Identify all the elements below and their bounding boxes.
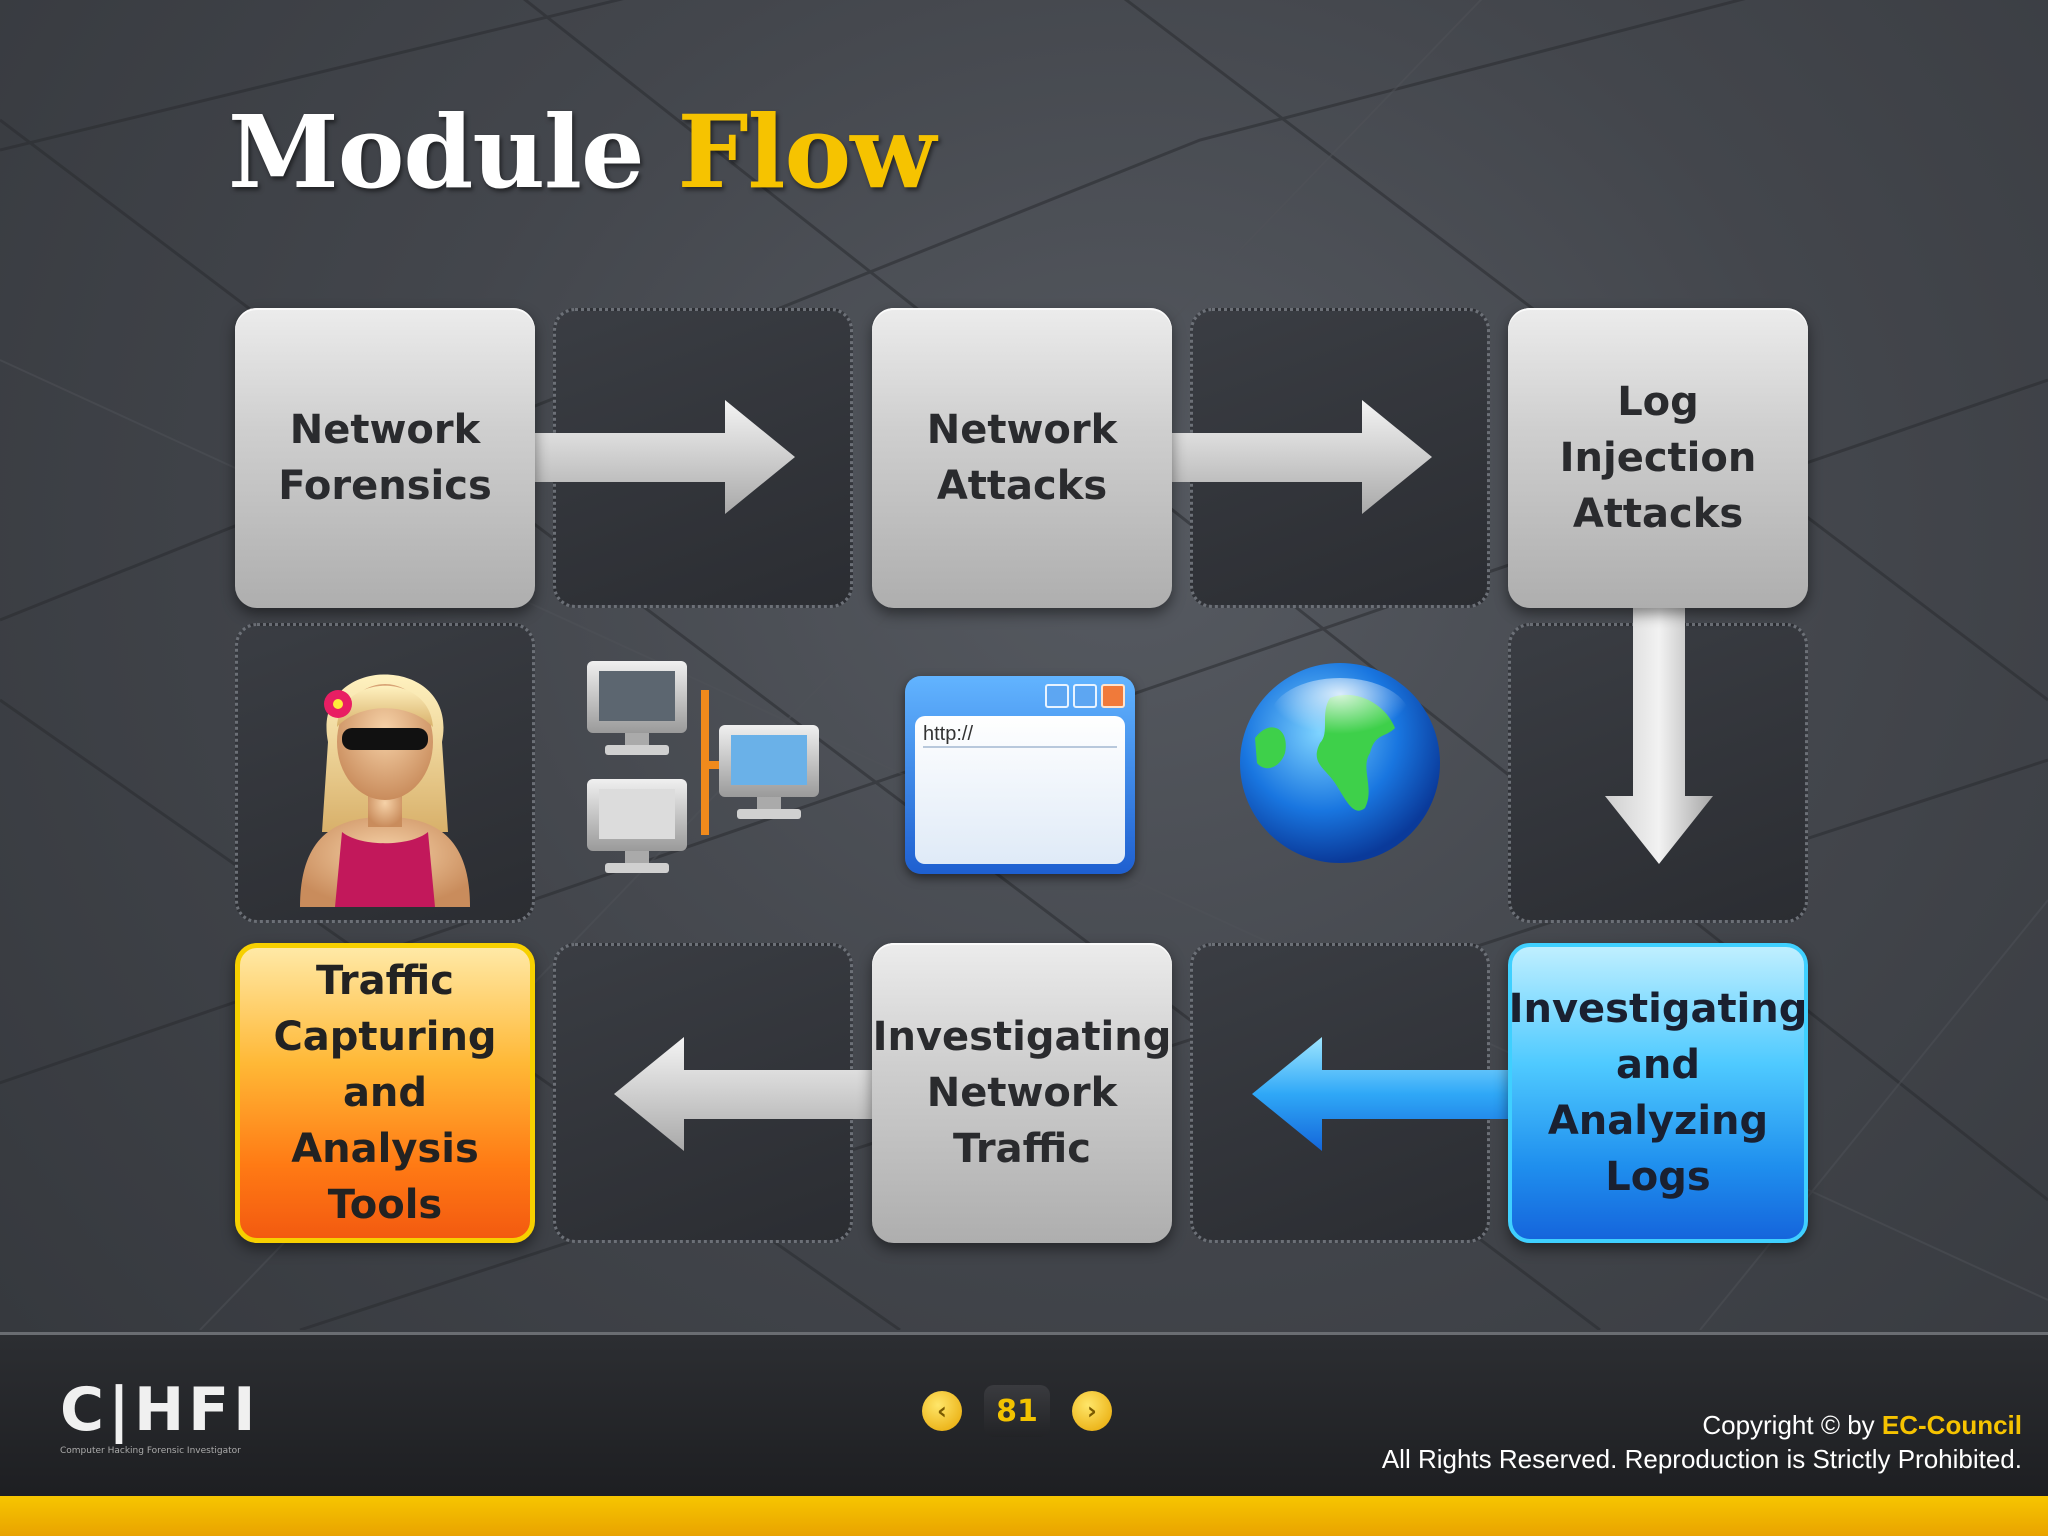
chevron-right-icon: › bbox=[1087, 1397, 1097, 1425]
flow-box-network-forensics[interactable]: Network Forensics bbox=[235, 308, 535, 608]
rights-line: All Rights Reserved. Reproduction is Str… bbox=[1381, 1444, 2022, 1474]
flow-box-network-attacks[interactable]: Network Attacks bbox=[872, 308, 1172, 608]
next-page-button[interactable]: › bbox=[1072, 1391, 1112, 1431]
maximize-icon bbox=[1073, 684, 1097, 708]
logo-text: C|HFI bbox=[60, 1375, 260, 1445]
ec-council-brand: EC-Council bbox=[1881, 1410, 2022, 1440]
woman-avatar-icon bbox=[300, 674, 470, 907]
arrow-right-icon bbox=[535, 400, 795, 514]
browser-window-icon: http:// bbox=[905, 676, 1135, 874]
networked-computers-icon bbox=[587, 661, 819, 873]
pagination: ‹ 81 › bbox=[922, 1385, 1112, 1437]
copyright-prefix: Copyright © by bbox=[1702, 1410, 1882, 1440]
flow-box-investigating-analyzing-logs[interactable]: Investigating and Analyzing Logs bbox=[1508, 943, 1808, 1243]
prev-page-button[interactable]: ‹ bbox=[922, 1391, 962, 1431]
close-icon bbox=[1101, 684, 1125, 708]
browser-address-bar: http:// bbox=[923, 722, 1117, 748]
flow-box-investigating-network-traffic[interactable]: Investigating Network Traffic bbox=[872, 943, 1172, 1243]
title-word-flow: Flow bbox=[677, 93, 936, 211]
page-number: 81 bbox=[984, 1385, 1050, 1437]
arrow-left-icon bbox=[1252, 1037, 1515, 1151]
footer-accent-band bbox=[0, 1496, 2048, 1536]
flow-box-traffic-capturing-tools[interactable]: Traffic Capturing and Analysis Tools bbox=[235, 943, 535, 1243]
browser-viewport: http:// bbox=[915, 716, 1125, 864]
copyright-line: Copyright © by EC-Council bbox=[1382, 1408, 2022, 1442]
chfi-logo: C|HFI Computer Hacking Forensic Investig… bbox=[60, 1380, 259, 1456]
logo-subtitle: Computer Hacking Forensic Investigator bbox=[60, 1446, 241, 1456]
globe-icon bbox=[1240, 663, 1440, 863]
title-word-module: Module bbox=[228, 93, 645, 211]
copyright-notice: Copyright © by EC-Council All Rights Res… bbox=[1382, 1408, 2022, 1476]
chevron-left-icon: ‹ bbox=[937, 1397, 947, 1425]
arrow-right-icon bbox=[1172, 400, 1432, 514]
window-controls bbox=[1045, 684, 1125, 708]
page-title: Module Flow bbox=[228, 102, 936, 202]
arrow-down-icon bbox=[1605, 606, 1713, 864]
minimize-icon bbox=[1045, 684, 1069, 708]
flow-box-log-injection-attacks[interactable]: Log Injection Attacks bbox=[1508, 308, 1808, 608]
arrow-left-icon bbox=[614, 1037, 877, 1151]
